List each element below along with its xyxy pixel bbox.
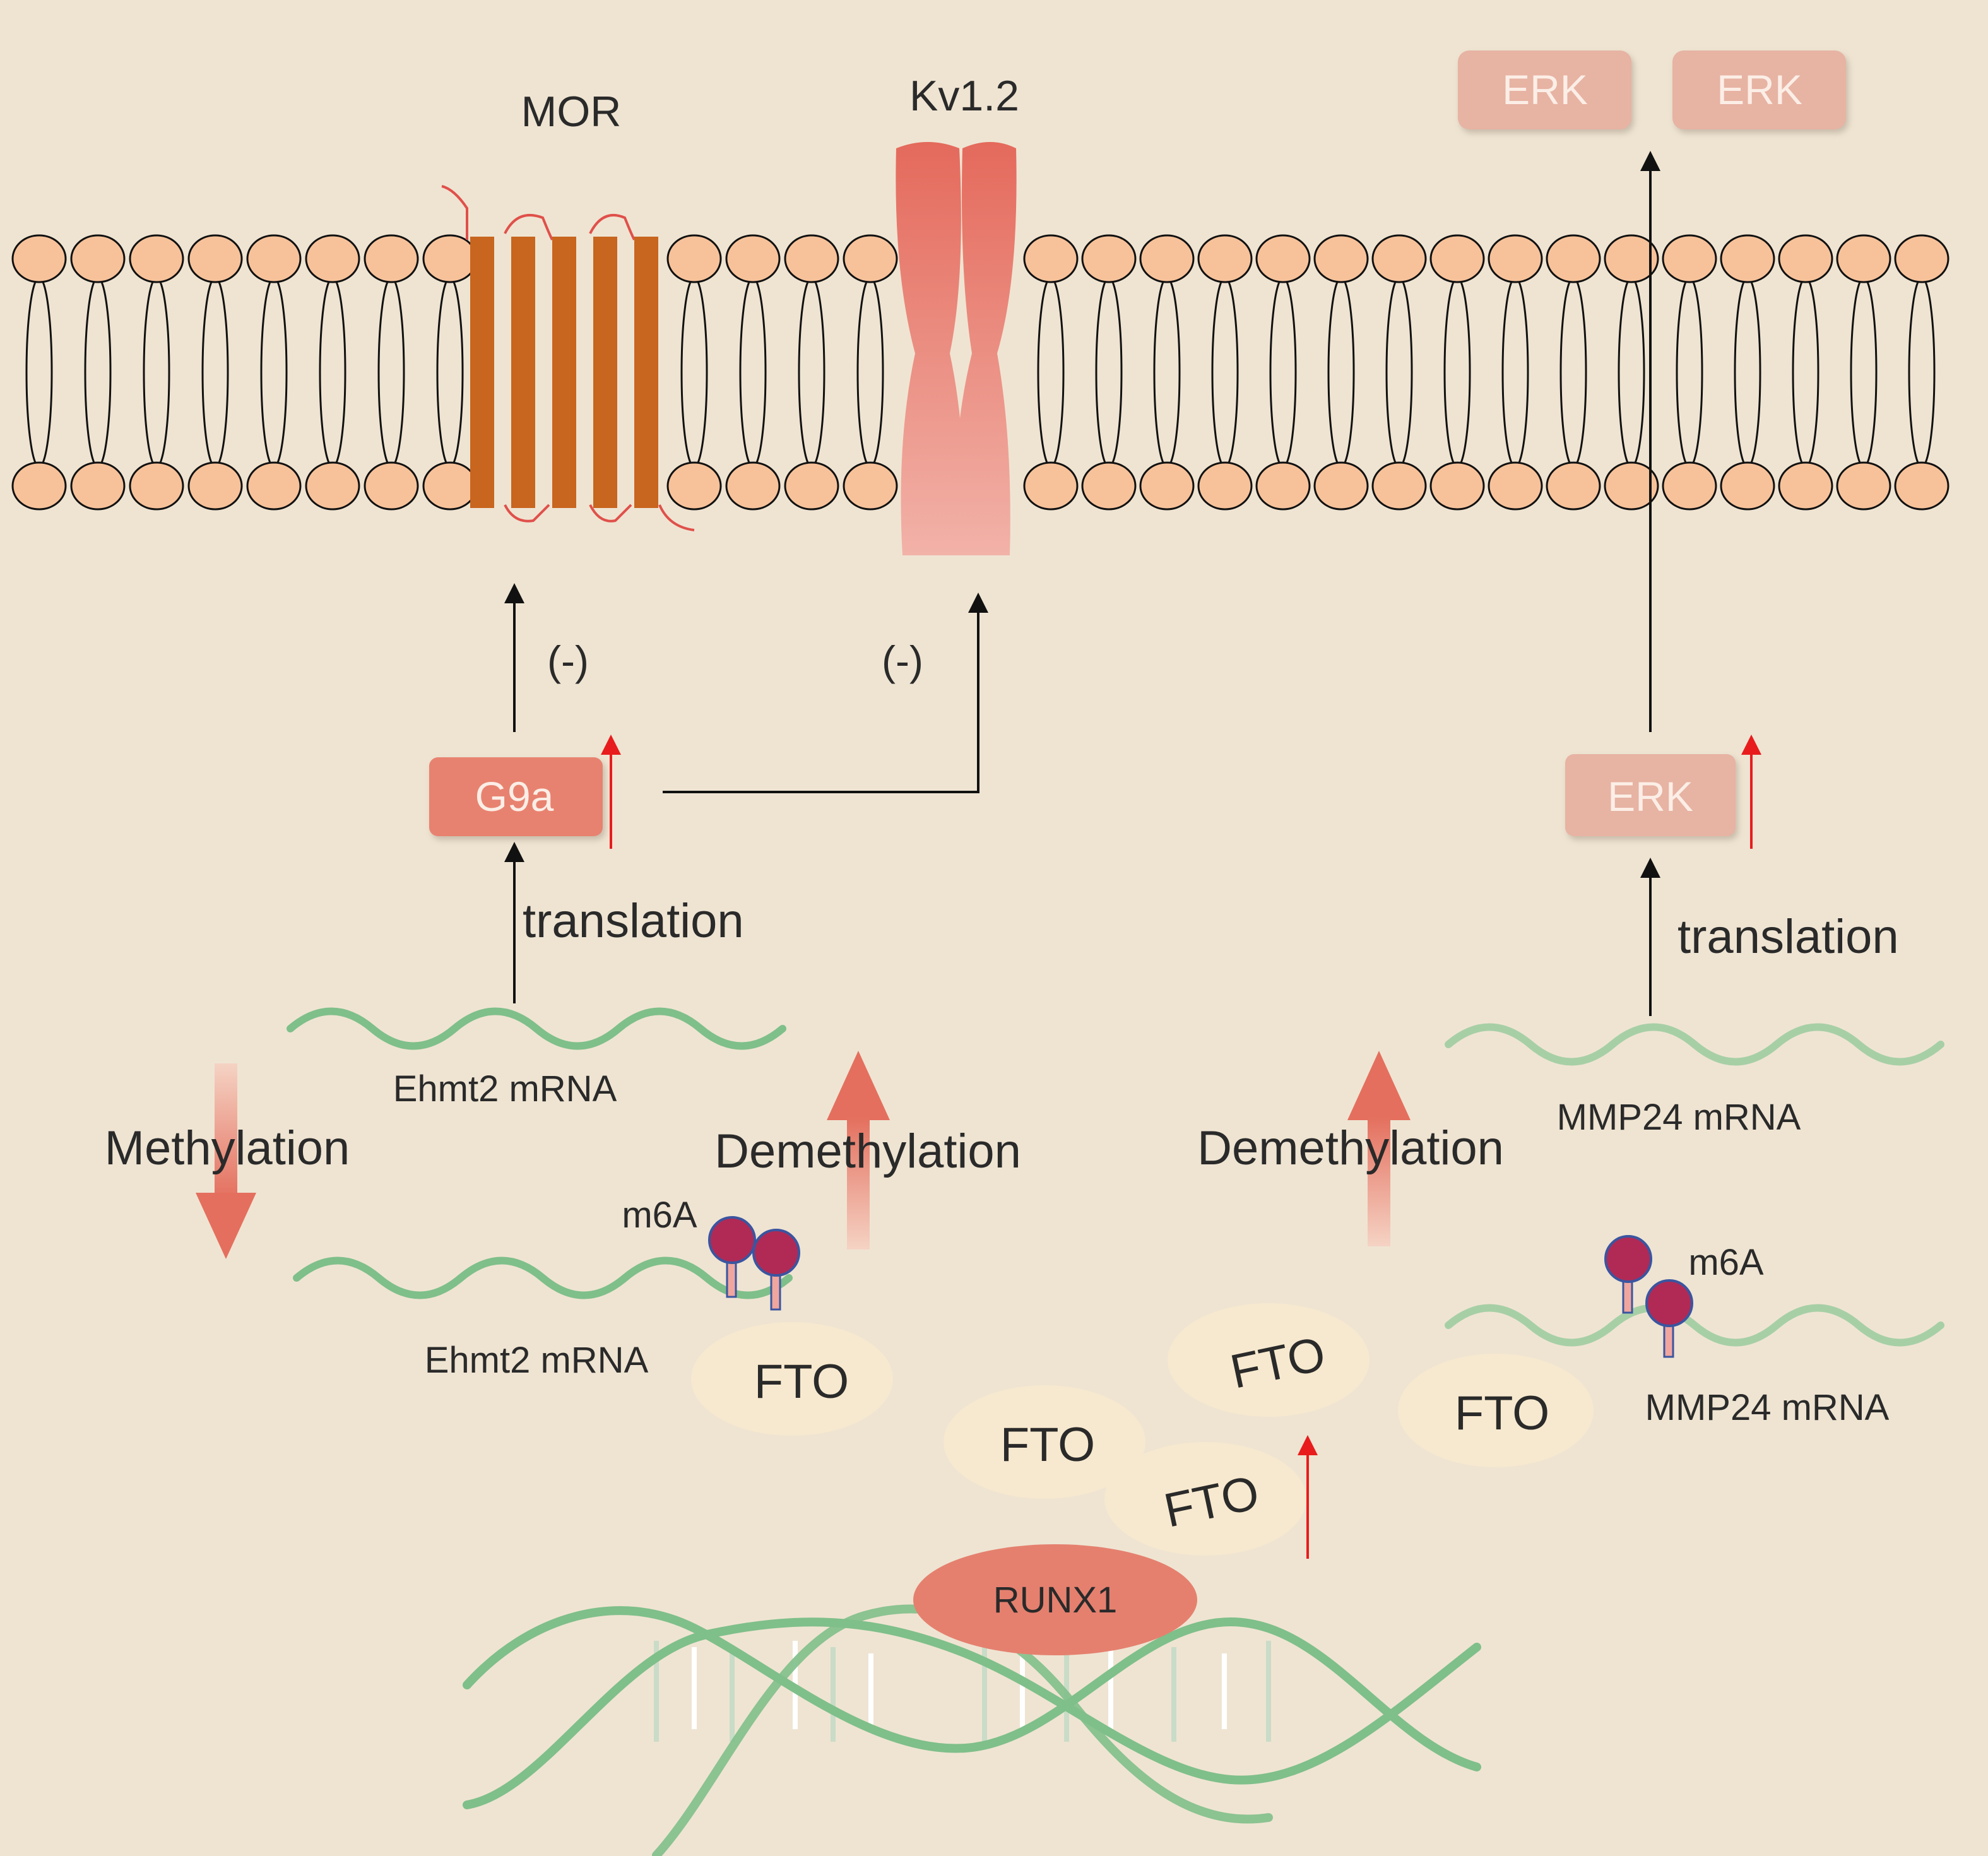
lipid-molecule [11,234,67,511]
lipid-molecule [1662,234,1717,511]
lipid-molecule [1894,234,1950,511]
mmp24-mrna-bottom [1445,1304,1944,1347]
dna-helix-icon [463,1604,1481,1856]
mor-receptor [441,185,695,531]
lipid-molecule [129,234,184,511]
arrow-g9a-to-kv [663,593,988,793]
lipid-molecule [1488,234,1543,511]
fto-blob-center-top [1168,1303,1370,1417]
demethylation-left-arrow-body [847,1117,870,1250]
m6a-right-label: m6A [1688,1242,1764,1283]
translation-right-label: translation [1677,910,1899,964]
fto-blob-left [691,1322,893,1436]
inhibit-kv-label: (-) [882,637,923,684]
lipid-molecule [422,234,478,511]
lipid-molecule [187,234,243,511]
lipid-molecule [1023,234,1079,511]
lipid-molecule [305,234,360,511]
ehmt2-mrna-bottom-label: Ehmt2 mRNA [425,1340,649,1381]
erk-top-left-label: ERK [1502,66,1588,113]
lipid-molecule [364,234,419,511]
m6a-marker-icon [708,1216,800,1311]
runx1-blob [913,1544,1197,1655]
erk-top-right-label: ERK [1717,66,1802,113]
lipid-molecule [725,234,781,511]
mmp24-mrna-bottom-label: MMP24 mRNA [1645,1387,1890,1428]
lipid-molecule [246,234,302,511]
mmp24-mrna-top [1445,1023,1944,1066]
g9a-label: G9a [475,773,554,820]
ehmt2-mrna-bottom [293,1256,793,1299]
ehmt2-mrna-top [287,1007,786,1050]
demethylation-right-arrow-body [1368,1117,1390,1246]
kv1-2-channel [896,142,1017,555]
fto-right-label: FTO [1455,1386,1550,1440]
fto-blob-center-left [944,1385,1145,1499]
mor-label: MOR [521,88,622,136]
fto-left-label: FTO [754,1355,849,1409]
kv1-2-label: Kv1.2 [909,72,1019,120]
ehmt2-mrna-top-label: Ehmt2 mRNA [393,1068,617,1109]
methylation-down-arrow-body [215,1063,237,1199]
fto-blob-right [1398,1354,1594,1467]
mmp24-mrna-top-label: MMP24 mRNA [1557,1097,1801,1138]
lipid-molecule [1429,234,1485,511]
lipid-molecule [70,234,126,511]
demethylation-right-label: Demethylation [1197,1121,1504,1175]
methylation-label: Methylation [105,1121,350,1175]
lipid-molecule [1546,234,1601,511]
m6a-left-label: m6A [622,1195,697,1236]
lipid-molecule [1139,234,1195,511]
g9a-box [429,757,603,836]
lipid-molecule [843,234,898,511]
erk-box-right [1565,754,1736,836]
runx1-label: RUNX1 [993,1580,1118,1621]
erk-box-top-left [1458,50,1631,129]
lipid-bilayer-icon [11,234,1950,511]
methylation-down-arrowhead [196,1193,256,1259]
m6a-marker-icon [1604,1235,1693,1358]
lipid-molecule [1836,234,1891,511]
fto-blob-center-bottom [1104,1442,1306,1556]
lipid-molecule [1081,234,1137,511]
lipid-molecule [1197,234,1253,511]
lipid-molecule [666,234,722,511]
lipid-molecule [784,234,839,511]
demethylation-left-label: Demethylation [714,1125,1021,1178]
demethylation-right-arrowhead [1347,1051,1411,1120]
inhibit-mor-label: (-) [547,637,589,684]
lipid-molecule [1371,234,1427,511]
translation-left-label: translation [523,894,744,948]
fto-center-left-label: FTO [1000,1418,1096,1472]
lipid-molecule [1720,234,1775,511]
erk-box-top-right [1672,50,1846,129]
lipid-molecule [1313,234,1369,511]
lipid-molecule [1604,234,1659,511]
lipid-molecule [1778,234,1833,511]
erk-right-label: ERK [1607,773,1693,820]
demethylation-left-arrowhead [827,1051,890,1120]
lipid-molecule [1255,234,1311,511]
